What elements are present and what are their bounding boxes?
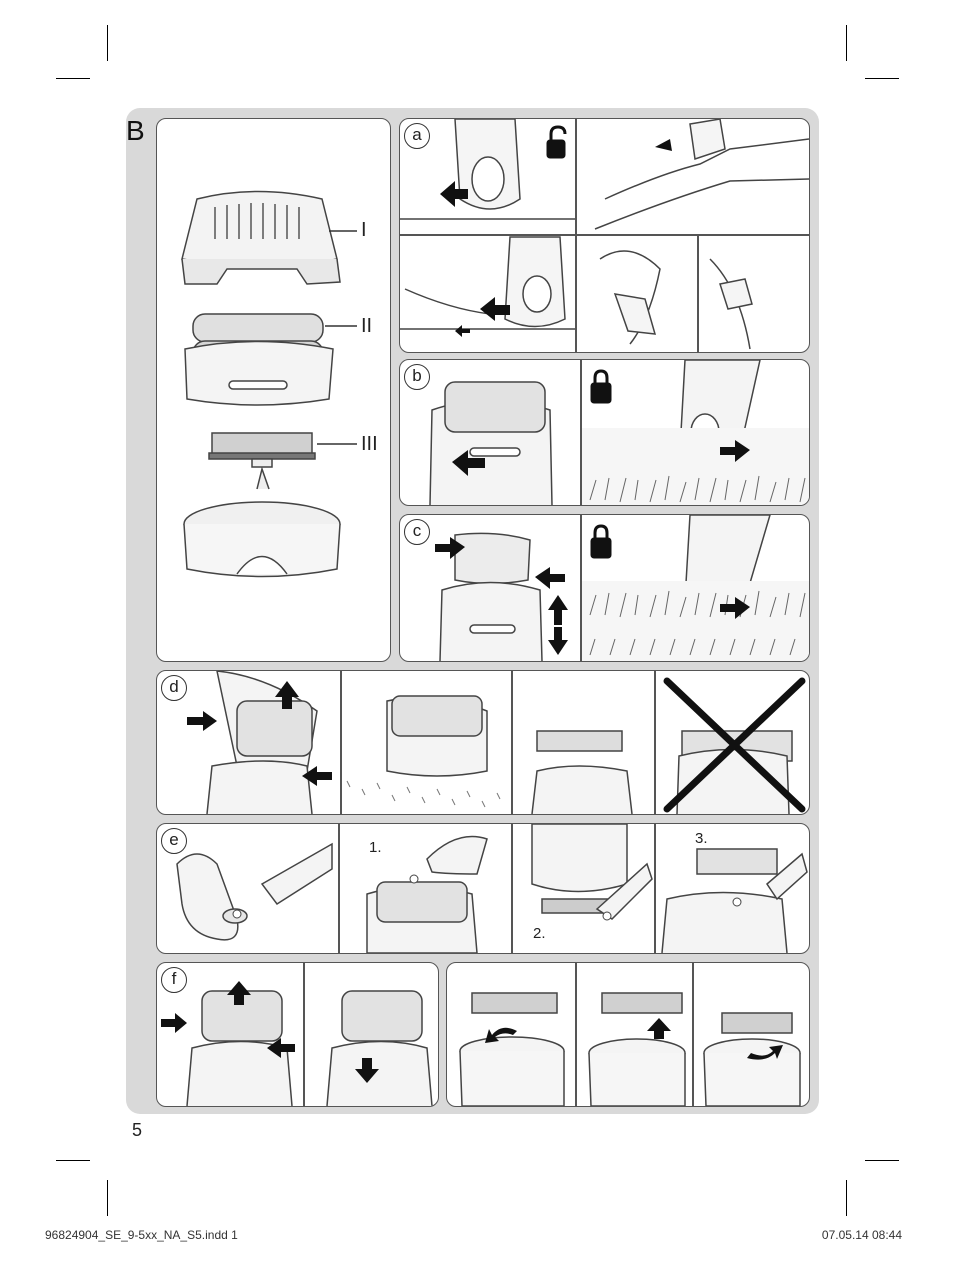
arrow-icon bbox=[452, 440, 750, 476]
crop-mark bbox=[107, 1180, 108, 1216]
panel-label-c: c bbox=[404, 519, 430, 545]
panel-a-illustration bbox=[400, 119, 809, 350]
oil-drop-icon bbox=[232, 874, 742, 921]
panel-e: e 1. 2. 3. bbox=[156, 823, 810, 954]
part-label-III: III bbox=[361, 433, 378, 455]
panel-d: d bbox=[156, 670, 810, 815]
crop-mark bbox=[846, 1180, 847, 1216]
panel-f: f bbox=[156, 962, 439, 1107]
arrow-icon bbox=[435, 537, 750, 655]
crop-mark bbox=[846, 25, 847, 61]
panel-b-illustration bbox=[429, 360, 809, 505]
parts-illustration bbox=[181, 190, 357, 578]
arrow-icon bbox=[485, 1018, 783, 1060]
crop-mark bbox=[865, 1160, 899, 1161]
hair-debris bbox=[346, 780, 501, 808]
part-label-I: I bbox=[361, 219, 367, 241]
lock-icon bbox=[590, 369, 612, 404]
crop-mark bbox=[56, 78, 90, 79]
page-number: 5 bbox=[132, 1120, 143, 1140]
cutter-and-base bbox=[183, 432, 341, 578]
trimmer-comb-cap bbox=[181, 190, 341, 285]
section-letter: B bbox=[126, 115, 145, 146]
crop-mark bbox=[865, 78, 899, 79]
panel-f-illustration bbox=[161, 981, 433, 1106]
panel-label-a: a bbox=[404, 123, 430, 149]
panel-e-illustration bbox=[176, 824, 808, 953]
cross-icon bbox=[663, 677, 806, 813]
panel-c-illustration bbox=[435, 515, 809, 661]
arrow-icon bbox=[187, 681, 332, 786]
panel-d-illustration bbox=[187, 671, 806, 814]
footer-datetime: 07.05.14 08:44 bbox=[821, 1228, 902, 1242]
crop-mark bbox=[56, 1160, 90, 1161]
panel-label-d: d bbox=[161, 675, 187, 701]
panel-f-right bbox=[446, 962, 810, 1107]
hair-texture bbox=[589, 475, 806, 503]
unlock-icon bbox=[546, 125, 567, 159]
step-label-1: 1. bbox=[369, 839, 382, 856]
step-label-3: 3. bbox=[695, 830, 708, 847]
panel-c: c bbox=[399, 514, 810, 662]
panel-label-e: e bbox=[161, 828, 187, 854]
panel-b: b bbox=[399, 359, 810, 506]
panel-a: a bbox=[399, 118, 810, 353]
arrow-icon bbox=[161, 981, 379, 1083]
panel-f-right-illustration bbox=[459, 992, 801, 1106]
parts-panel: I II III bbox=[156, 118, 391, 662]
panel-label-b: b bbox=[404, 364, 430, 390]
step-label-2: 2. bbox=[533, 925, 546, 942]
shaver-head bbox=[184, 313, 334, 406]
crop-mark bbox=[107, 25, 108, 61]
part-label-II: II bbox=[361, 315, 373, 337]
panel-label-f: f bbox=[161, 967, 187, 993]
lock-icon bbox=[590, 524, 612, 559]
footer-filename: 96824904_SE_9-5xx_NA_S5.indd 1 bbox=[45, 1228, 238, 1242]
arrow-icon bbox=[440, 139, 672, 337]
